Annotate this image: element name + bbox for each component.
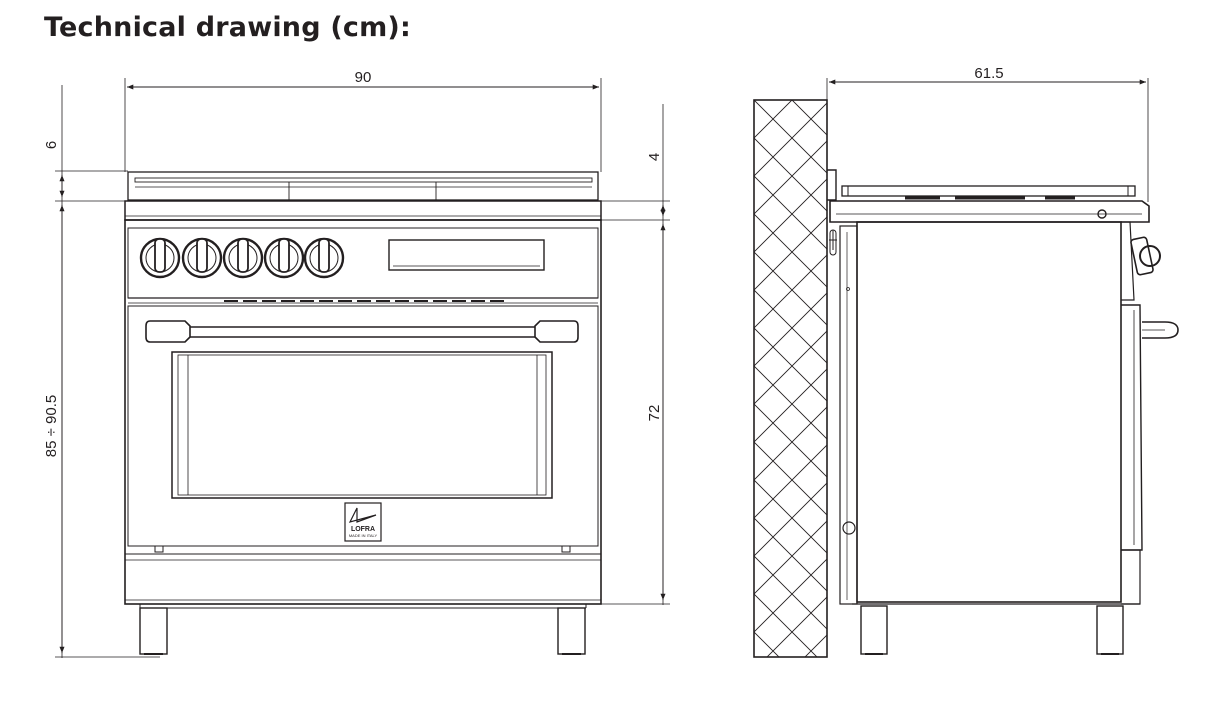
- oven-door: [127, 305, 599, 547]
- side-handle: [1142, 321, 1179, 339]
- dim-label-width: 90: [355, 69, 372, 86]
- range-body: [124, 219, 602, 605]
- dim-body-height: 4 72: [601, 104, 670, 605]
- dim-label-top-gap: 6: [43, 141, 60, 149]
- knob-4-icon: [263, 237, 305, 279]
- wall-hatched: [753, 99, 828, 658]
- leg-right: [557, 607, 586, 655]
- knob-3-icon: [222, 237, 264, 279]
- logo-brand: LOFRA: [351, 526, 375, 533]
- dim-label-height: 85 ÷ 90.5: [43, 395, 60, 457]
- side-knob-icon: [1130, 236, 1161, 276]
- knob-2-icon: [181, 237, 223, 279]
- oven-handle: [145, 320, 579, 343]
- logo-tagline: MADE IN ITALY: [349, 533, 378, 538]
- knob-1-icon: [139, 237, 181, 279]
- page-title: Technical drawing (cm):: [44, 12, 411, 43]
- dim-width: 90: [124, 69, 602, 172]
- side-grates: [841, 185, 1136, 200]
- side-view: 61.5: [753, 65, 1179, 658]
- display-panel: [388, 239, 545, 271]
- cooktop-grates: [127, 171, 599, 201]
- dim-label-top-thickness: 4: [646, 153, 663, 161]
- front-view: 90 6 85 ÷ 90.5 4 72: [43, 69, 670, 658]
- knob-5-icon: [303, 237, 345, 279]
- side-leg-front: [860, 605, 888, 655]
- leg-left: [139, 607, 168, 655]
- oven-window: [171, 351, 553, 499]
- dim-depth: 61.5: [826, 65, 1149, 202]
- cooktop-top: [124, 200, 602, 221]
- brand-logo: LOFRA MADE IN ITALY: [344, 502, 382, 542]
- side-body: [856, 221, 1122, 603]
- dim-label-body-height: 72: [646, 405, 663, 422]
- side-cooktop: [829, 200, 1150, 223]
- dim-label-depth: 61.5: [974, 65, 1003, 82]
- dim-total-height: 6 85 ÷ 90.5: [43, 85, 160, 658]
- side-leg-back: [1096, 605, 1124, 655]
